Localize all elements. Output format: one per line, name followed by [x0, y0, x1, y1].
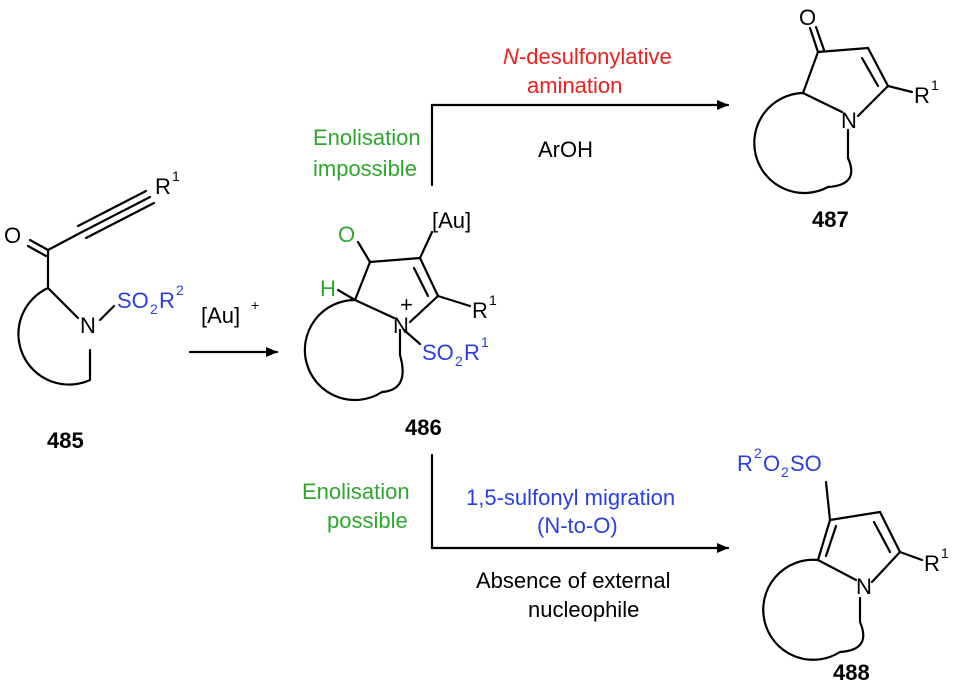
bond-c-alkyne: [46, 230, 84, 252]
upper-reaction-rest: -desulfonylative: [519, 44, 672, 69]
o-group-sup-488: 2: [754, 445, 762, 461]
upper-pathway: Enolisation impossible N-desulfonylative…: [313, 44, 730, 187]
bond-c1-c2-487: [816, 46, 870, 54]
sulfonyl-r-485: R: [159, 288, 175, 313]
bond-c2-au: [418, 230, 434, 260]
lower-condition-line1: Enolisation: [302, 479, 410, 504]
bond-n-c8a-487: [801, 91, 844, 114]
label-487: 487: [812, 207, 849, 232]
upper-reagent: ArOH: [538, 137, 593, 162]
r1-485: R: [155, 174, 171, 199]
n-atom-485: N: [80, 313, 96, 338]
ring-486: [303, 298, 404, 402]
r1-488: R: [924, 551, 940, 576]
bond-c1-o-487b: [814, 25, 826, 52]
bond-c8a-c1-488: [816, 518, 832, 562]
lower-condition-line2: possible: [327, 508, 408, 533]
compound-486: O H [Au] N + R 1 SO 2 R 1 486: [303, 208, 497, 440]
upper-condition-line1: Enolisation: [313, 125, 421, 150]
bond-c1-o-487: [808, 26, 820, 54]
au-label-486: [Au]: [432, 208, 471, 233]
lower-note-line1: Absence of external: [476, 568, 670, 593]
o-atom-485: O: [4, 223, 21, 248]
bond-n-c8a-488: [816, 558, 858, 582]
upper-reaction-line2: amination: [527, 73, 622, 98]
bond-c-h: [336, 288, 357, 302]
bond-c1-o-488: [824, 480, 832, 522]
bond-c3-n-488: [870, 550, 902, 584]
bond-c2-c3-488: [878, 510, 902, 554]
bond-n-c7a: [353, 298, 396, 320]
bond-c-o-double-1: [28, 238, 50, 252]
compound-487: O N R 1 487: [753, 5, 939, 232]
bond-c2-c3-inner-487: [860, 56, 880, 88]
lower-note-line2: nucleophile: [528, 597, 639, 622]
bond-c2-c3-487: [866, 46, 890, 88]
r1-sup-486: 1: [489, 292, 497, 308]
gold-catalyst-sup: +: [251, 297, 259, 313]
o-group-so-488: SO: [790, 451, 822, 476]
compound-485: O N R 1 SO 2 R 2 485: [4, 168, 184, 453]
n-atom-486: N: [393, 313, 409, 338]
o-group-r-488: R: [737, 451, 753, 476]
n-atom-488: N: [856, 574, 872, 599]
ring-485: [17, 286, 92, 386]
sulfonyl-sup-486: 1: [481, 334, 489, 350]
bond-c2-c3-inner: [412, 266, 430, 298]
r1-487: R: [914, 83, 930, 108]
bond-c7a-c1: [353, 260, 372, 302]
plus-charge-486: +: [400, 292, 413, 317]
compound-488: R 2 O 2 SO N R 1 488: [737, 445, 949, 685]
sulfonyl-sub-485: 2: [150, 301, 158, 317]
o-group-sub-488: 2: [781, 464, 789, 480]
bond-c2-c3-inner-488: [872, 520, 892, 554]
label-488: 488: [833, 660, 870, 685]
bond-c3-r1: [436, 294, 472, 308]
bond-alkyne-1: [80, 195, 152, 234]
r1-sup-485: 1: [172, 168, 180, 184]
bond-c1-c2: [368, 256, 422, 264]
sulfonyl-485: SO: [117, 288, 149, 313]
sulfonyl-486: SO: [422, 340, 454, 365]
n-atom-487: N: [841, 108, 857, 133]
o-atom-486: O: [338, 222, 355, 247]
r1-sup-487: 1: [931, 77, 939, 93]
bond-c1-o: [356, 240, 372, 264]
o-group-o-488: O: [763, 451, 780, 476]
bond-c3-n: [408, 294, 440, 324]
lower-reaction-line1: 1,5-sulfonyl migration: [466, 485, 675, 510]
bond-c3-r1-488: [898, 550, 924, 562]
lower-reaction-line2: (N-to-O): [537, 513, 618, 538]
upper-reaction-line1: N-desulfonylative: [503, 44, 672, 69]
bond-n-s-486: [402, 328, 422, 346]
ring-488: [762, 558, 865, 661]
upper-reaction-italic: N: [503, 44, 519, 69]
gold-arrow-group: [Au] +: [188, 297, 279, 357]
bond-c8a-c1-inner-488: [824, 524, 838, 558]
bond-c2-c3: [418, 256, 440, 298]
bond-c3-r1-487: [886, 84, 914, 94]
upper-condition-line2: impossible: [313, 156, 417, 181]
o-atom-487: O: [799, 5, 816, 30]
bond-n-s: [98, 304, 116, 322]
r1-sup-488: 1: [941, 545, 949, 561]
label-486: 486: [405, 415, 442, 440]
bond-alkyne-2: [84, 201, 156, 240]
h-atom-486: H: [320, 276, 336, 301]
sulfonyl-sup-485: 2: [176, 282, 184, 298]
bond-c3-n-487: [856, 84, 890, 118]
bond-c8a-c1-487: [801, 50, 820, 95]
label-485: 485: [47, 428, 84, 453]
bond-alkyne-3: [76, 189, 148, 228]
sulfonyl-sub-486: 2: [455, 353, 463, 369]
bond-c-o-double-2: [26, 244, 48, 258]
r1-486: R: [472, 298, 488, 323]
gold-catalyst-label: [Au]: [201, 303, 240, 328]
ring-487: [753, 91, 853, 195]
lower-pathway: Enolisation possible 1,5-sulfonyl migrat…: [302, 453, 730, 622]
sulfonyl-r-486: R: [464, 340, 480, 365]
bond-c1-c2-488: [828, 510, 882, 522]
